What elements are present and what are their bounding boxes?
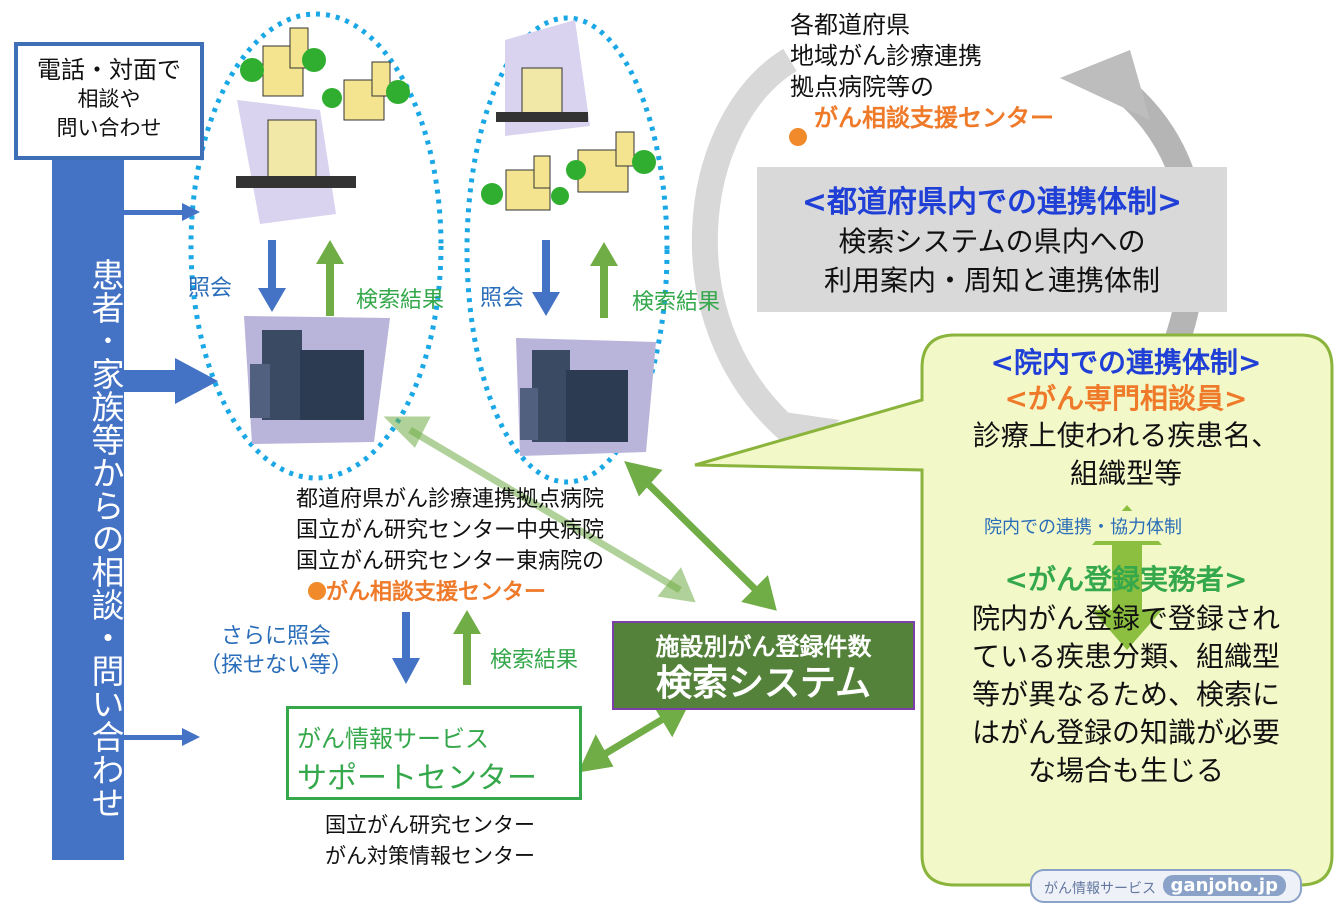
- pref-box-line2: 利用案内・周知と連携体制: [823, 264, 1160, 297]
- further-inquiry: さらに照会 （探せない等）: [196, 622, 356, 680]
- support-center-line1: がん情報サービス: [297, 725, 489, 753]
- hospital-group-oval-left: [188, 11, 444, 481]
- national-centers-center: がん相談支援センター: [326, 580, 547, 605]
- search-system-line1: 施設別がん登録件数: [655, 633, 872, 661]
- ganjoho-logo-right: ganjoho.jp: [1162, 875, 1286, 896]
- hospital-buildings-left: [236, 27, 410, 224]
- patient-bar: [52, 160, 124, 860]
- callout-cooperation: 院内での連携・協力体制: [978, 511, 1188, 541]
- callout-bubble: [694, 333, 1334, 887]
- lower-arrows: [392, 610, 481, 685]
- further-inquiry-line1: さらに照会: [220, 624, 331, 649]
- patient-label: 患者･家族等からの相談・問い合わせ: [86, 258, 125, 819]
- national-centers-line3: 国立がん研究センター東病院の: [296, 549, 605, 574]
- callout-role2-line4: はがん登録の知識が必要: [971, 716, 1280, 749]
- flower-icon: [308, 582, 326, 600]
- pref-hospitals-line2: 地域がん診療連携: [790, 42, 982, 70]
- phone-box-line3: 問い合わせ: [56, 116, 162, 140]
- ncc-info-line1: 国立がん研究センター: [325, 813, 535, 837]
- ganjoho-logo: がん情報サービス ganjoho.jp: [1030, 869, 1302, 903]
- callout-role1-line2: 組織型等: [1069, 457, 1182, 490]
- lower-result-label: 検索結果: [490, 648, 579, 673]
- pref-box-line1: 検索システムの県内への: [838, 225, 1146, 258]
- ncc-info: 国立がん研究センター がん対策情報センター: [300, 810, 560, 872]
- left-cluster-arrows: [258, 240, 344, 316]
- callout-role2-line1: 院内がん登録で登録され: [971, 602, 1280, 635]
- right-inquiry-label: 照会: [480, 286, 525, 311]
- pref-box-heading: <都道府県内での連携体制>: [801, 185, 1183, 220]
- callout-role1: <がん専門相談員>: [1004, 382, 1248, 415]
- left-result-label: 検索結果: [356, 288, 445, 313]
- cancer-center-building-right: [516, 338, 656, 456]
- right-cluster-arrows: [532, 240, 618, 318]
- support-center-line2: サポートセンター: [297, 761, 537, 796]
- national-centers-line1: 都道府県がん診療連携拠点病院: [296, 487, 605, 512]
- hospital-buildings-right: [481, 20, 656, 211]
- callout-heading: <院内での連携体制>: [990, 346, 1262, 379]
- callout-role2-line3: 等が異なるため、検索に: [971, 678, 1280, 711]
- phone-box-line1: 電話・対面で: [37, 56, 181, 84]
- ganjoho-logo-left: がん情報サービス: [1044, 881, 1156, 897]
- callout-role1-line1: 診療上使われる疾患名、: [972, 419, 1280, 452]
- patient-arrows: [124, 203, 218, 746]
- search-system-box: 施設別がん登録件数 検索システム: [612, 621, 915, 710]
- pref-coordination-box: <都道府県内での連携体制> 検索システムの県内への 利用案内・周知と連携体制: [757, 167, 1227, 312]
- callout-double-arrow: [1092, 505, 1162, 650]
- callout-role2-line2: ている疾患分類、組織型: [971, 640, 1280, 673]
- callout-text: <院内での連携体制> <がん専門相談員> 診療上使われる疾患名、 組織型等 院内…: [920, 345, 1332, 790]
- search-link-arrows: [383, 416, 777, 773]
- cancer-center-building-left: [244, 316, 390, 444]
- flower-icon: [789, 128, 807, 146]
- support-center-box: がん情報サービス サポートセンター: [286, 706, 582, 800]
- ncc-info-line2: がん対策情報センター: [325, 844, 535, 868]
- right-result-label: 検索結果: [632, 290, 721, 315]
- pref-hospitals-line1: 各都道府県: [790, 11, 910, 39]
- pref-hospitals-center: がん相談支援センター: [814, 104, 1054, 132]
- callout-role2: <がん登録実務者>: [1004, 563, 1248, 596]
- further-inquiry-line2: （探せない等）: [198, 653, 353, 678]
- callout-role2-line5: な場合も生じる: [1027, 754, 1224, 787]
- national-centers-text: 都道府県がん診療連携拠点病院 国立がん研究センター中央病院 国立がん研究センター…: [296, 484, 604, 608]
- left-inquiry-label: 照会: [188, 276, 233, 301]
- search-system-line2: 検索システム: [656, 663, 871, 704]
- pref-hospitals-text: 各都道府県 地域がん診療連携 拠点病院等の がん相談支援センター: [790, 10, 1054, 134]
- hospital-group-oval-right: [464, 15, 670, 485]
- national-centers-line2: 国立がん研究センター中央病院: [296, 518, 605, 543]
- phone-box-line2: 相談や: [77, 87, 141, 111]
- pref-hospitals-line3: 拠点病院等の: [790, 73, 934, 101]
- phone-consultation-box: 電話・対面で 相談や 問い合わせ: [14, 42, 204, 160]
